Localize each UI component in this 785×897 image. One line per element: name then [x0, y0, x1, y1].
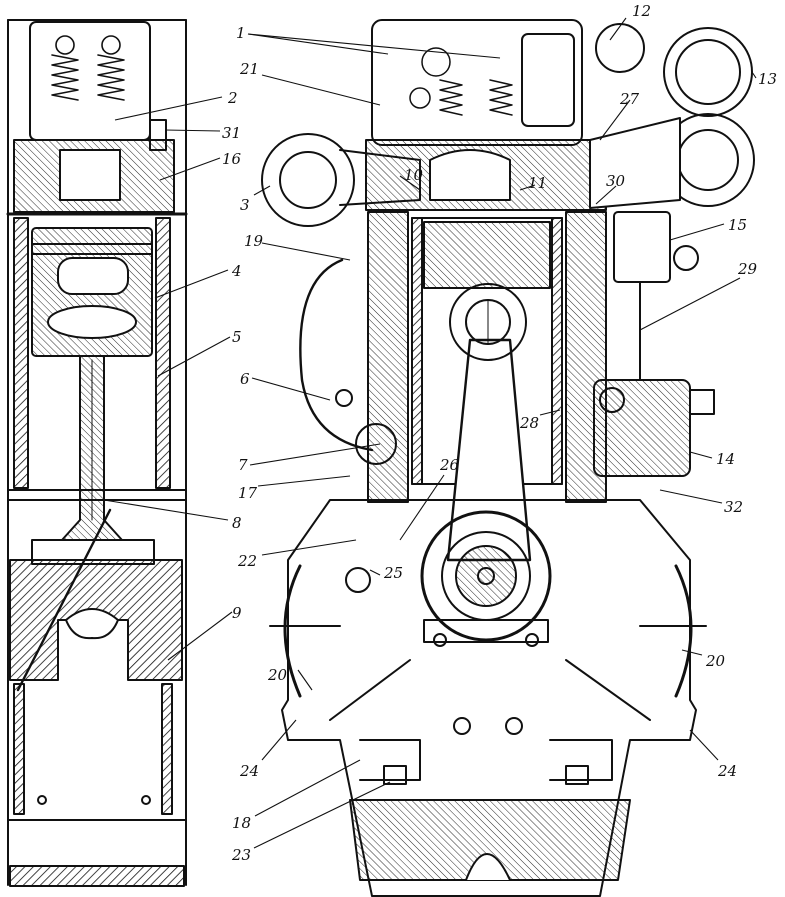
callout-14: 14	[716, 450, 735, 468]
exhaust-manifold	[589, 117, 681, 209]
callout-10: 10	[404, 166, 424, 184]
callout-24-right: 24	[717, 762, 737, 780]
callout-6: 6	[240, 370, 250, 388]
oil-filter-housing	[299, 258, 374, 452]
callout-17: 17	[238, 484, 258, 502]
side-cover-right	[674, 564, 693, 698]
piston-pin	[449, 283, 527, 361]
callout-31: 31	[222, 124, 241, 142]
callout-2: 2	[227, 89, 238, 107]
callout-8: 8	[232, 514, 242, 532]
callout-20-left: 20	[267, 666, 288, 684]
callout-16: 16	[222, 150, 242, 168]
callout-19: 19	[244, 232, 264, 250]
connecting-rod	[446, 338, 532, 562]
callout-4: 4	[231, 262, 242, 280]
callout-9: 9	[232, 604, 242, 622]
callout-11: 11	[528, 174, 547, 192]
callout-32: 32	[724, 498, 743, 516]
fuel-filter	[613, 211, 671, 283]
callout-23: 23	[231, 846, 251, 864]
callout-20-right: 20	[705, 652, 726, 670]
callout-numbers: 1 2 3 4 5 6 7 8 9 10 11 12 13 14 15 16 1…	[222, 2, 777, 864]
side-cover-left	[283, 564, 302, 698]
valve-cover	[29, 21, 151, 141]
callout-30: 30	[606, 172, 626, 190]
exhaust-pipe-upper	[663, 27, 753, 117]
callout-1: 1	[236, 24, 246, 42]
oil-pan	[349, 799, 631, 881]
callout-15: 15	[728, 216, 747, 234]
callout-28: 28	[519, 414, 539, 432]
callout-13: 13	[758, 70, 777, 88]
fuel-injection-pump	[593, 379, 691, 477]
transverse-section	[261, 19, 755, 897]
callout-24-left: 24	[239, 762, 259, 780]
callout-18: 18	[232, 814, 251, 832]
callout-27: 27	[619, 90, 640, 108]
transverse-valve-springs	[409, 47, 513, 116]
callout-25: 25	[383, 564, 403, 582]
callout-22: 22	[237, 552, 257, 570]
callout-26: 26	[439, 456, 460, 474]
intake-manifold-flange	[261, 133, 355, 227]
leader-lines	[103, 17, 757, 849]
oil-pan-longitudinal	[9, 865, 185, 887]
callout-21: 21	[239, 60, 259, 78]
crank-pin-bearing	[420, 510, 552, 642]
valve-springs	[51, 35, 125, 101]
callout-3: 3	[240, 196, 250, 214]
callout-7: 7	[238, 456, 248, 474]
callout-5: 5	[232, 328, 242, 346]
callout-29: 29	[737, 260, 758, 278]
piston-transverse	[423, 221, 551, 289]
longitudinal-section	[6, 19, 188, 887]
callout-12: 12	[632, 2, 651, 20]
